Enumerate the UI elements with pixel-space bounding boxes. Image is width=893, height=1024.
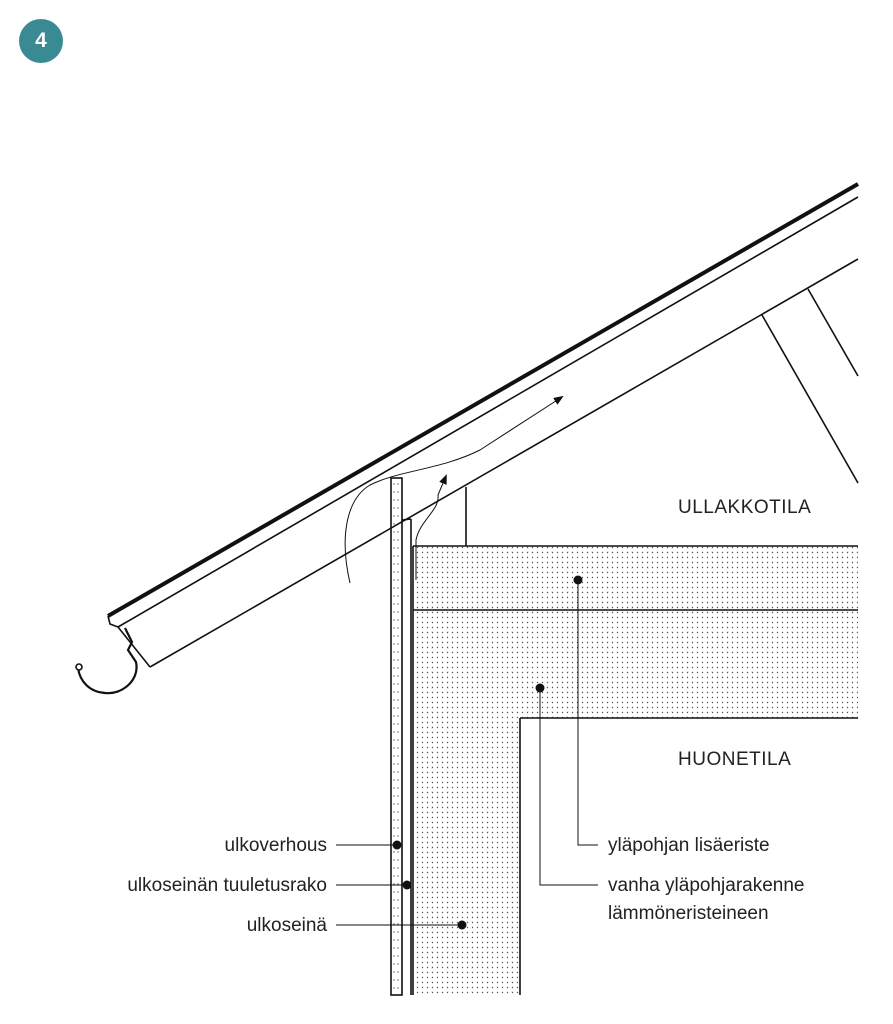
room-label: HUONETILA [678,749,791,770]
strut [761,314,859,484]
ceiling-additional-insulation [413,546,858,610]
strut [807,288,859,377]
roof-board-top [117,196,859,628]
label-old-ceiling-structure: vanha yläpohjarakenne [608,875,805,896]
old-ceiling-insulation [413,610,858,995]
cladding-fill [391,478,402,995]
label-old-ceiling-structure-line2: lämmöneristeineen [608,903,769,924]
rafter-bottom [149,258,859,668]
airflow-arrow-up [415,474,447,580]
attic-label: ULLAKKOTILA [678,497,811,518]
label-additional-insulation: yläpohjan lisäeriste [608,835,770,856]
fascia [107,615,151,668]
label-exterior-cladding: ulkoverhous [225,835,327,856]
airflow-arrow [344,395,564,584]
roof-covering [107,182,859,618]
gutter [76,627,138,695]
label-exterior-wall: ulkoseinä [247,915,328,936]
step-number-badge: 4 [19,19,63,63]
exterior-cladding [390,477,403,996]
label-ventilation-gap: ulkoseinän tuuletusrako [127,875,327,896]
